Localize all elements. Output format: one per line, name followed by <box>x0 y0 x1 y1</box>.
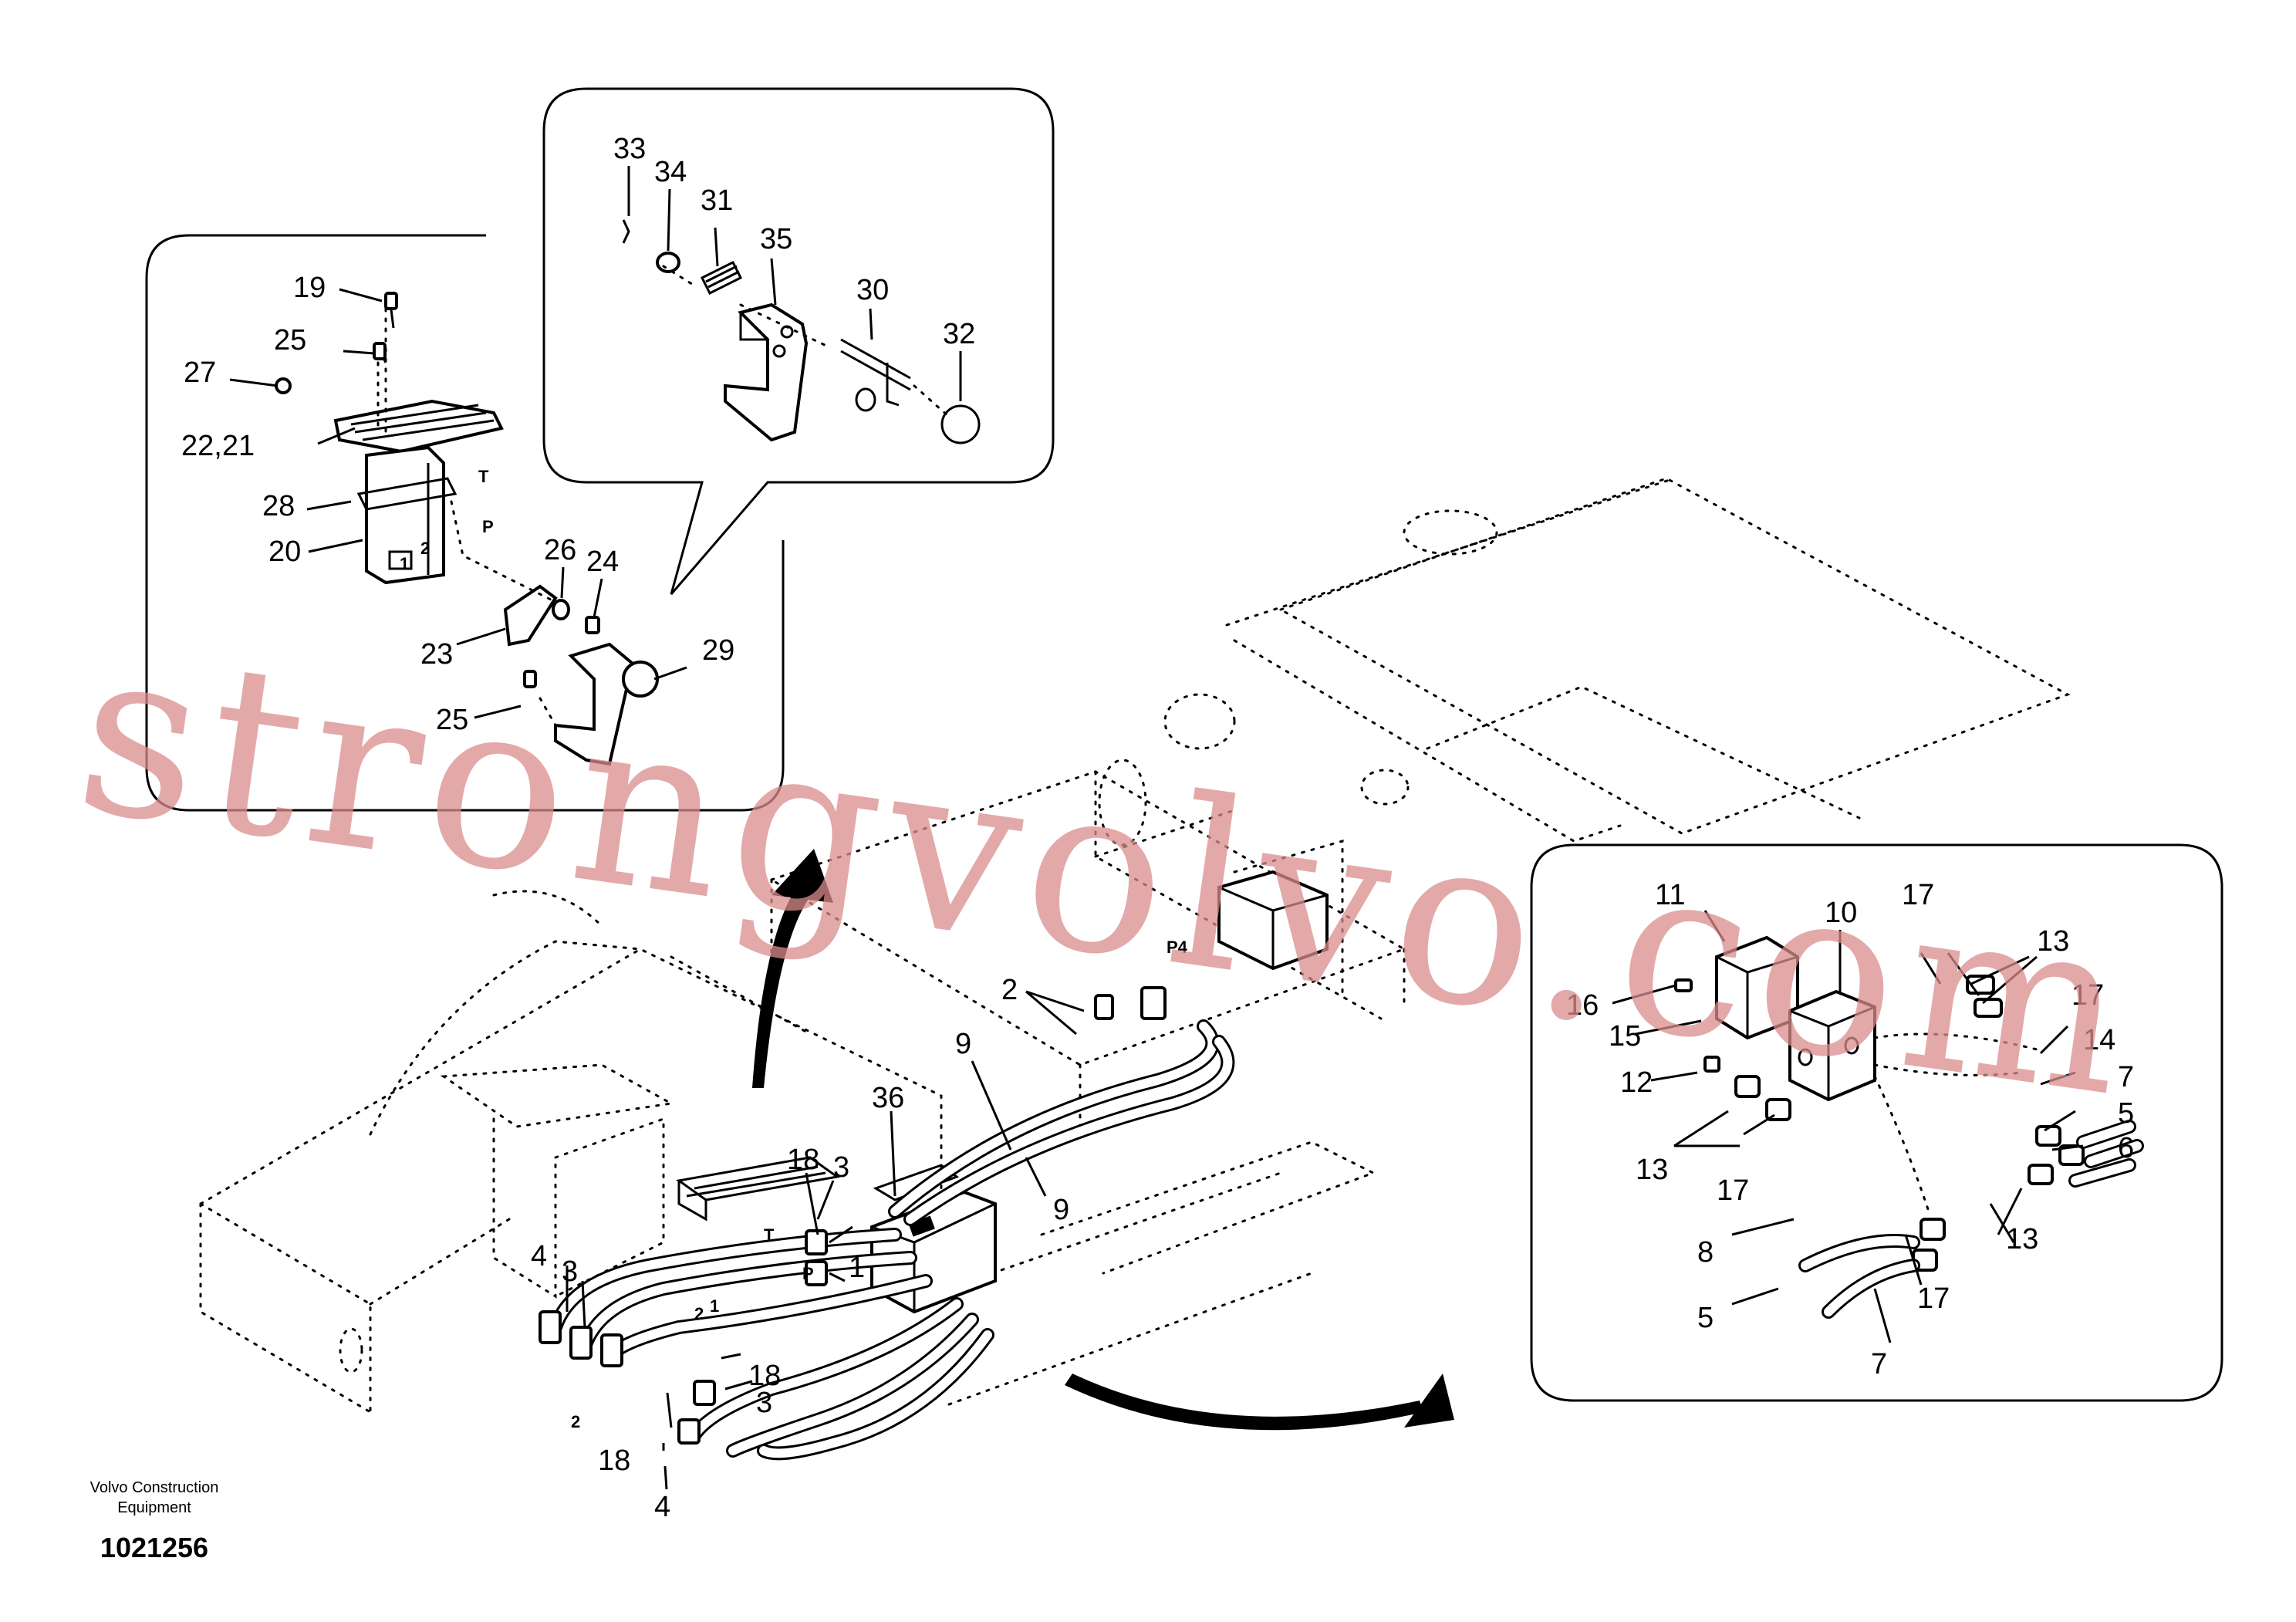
label-18a: 18 <box>787 1144 819 1176</box>
label-9a: 9 <box>955 1028 971 1060</box>
right-callout-parts <box>1674 935 2144 1319</box>
manufacturer-name: Volvo Construction Equipment <box>62 1478 247 1518</box>
manufacturer-line-2: Equipment <box>117 1499 191 1516</box>
top-callout-parts <box>622 219 981 444</box>
leader-lines <box>229 166 2084 1490</box>
left-callout-labels: 19 25 27 22,21 28 20 1 2 T P 26 24 23 29… <box>181 272 734 736</box>
label-17b: 17 <box>2071 979 2104 1012</box>
label-30: 30 <box>856 274 889 306</box>
drawing-number: 1021256 <box>100 1532 209 1563</box>
label-23: 23 <box>420 638 453 671</box>
label-16: 16 <box>1566 989 1599 1022</box>
label-13b: 13 <box>2006 1223 2038 1255</box>
main-fittings <box>539 870 1329 1445</box>
label-4b: 4 <box>654 1491 670 1523</box>
port-label-P: P <box>482 517 494 536</box>
port-label-2-lower: 2 <box>571 1412 580 1431</box>
label-33: 33 <box>613 133 646 165</box>
top-callout-labels: 33 34 31 35 30 32 <box>613 133 975 350</box>
port-label-T: T <box>478 467 489 486</box>
label-2a: 2 <box>1001 974 1018 1006</box>
label-13a: 13 <box>2037 925 2069 958</box>
label-25a: 25 <box>274 324 306 357</box>
label-20: 20 <box>268 536 301 568</box>
label-35: 35 <box>760 223 792 255</box>
label-7a: 7 <box>2118 1061 2134 1093</box>
label-36: 36 <box>872 1082 904 1114</box>
port-label-P-main: P <box>802 1264 814 1283</box>
label-19: 19 <box>293 272 326 304</box>
main-pedal-assembly <box>440 1063 840 1299</box>
label-26: 26 <box>544 534 576 566</box>
label-27: 27 <box>184 357 216 389</box>
label-34: 34 <box>654 156 687 188</box>
main-view-labels: P4 2 9 36 9 18 3 T 1 P 4 3 1 2 18 3 2 18… <box>531 938 1188 1523</box>
title-block: Volvo Construction Equipment 1021256 <box>62 1478 247 1564</box>
label-5a: 5 <box>2118 1097 2134 1130</box>
port-label-2: 2 <box>420 539 430 558</box>
label-7b: 7 <box>1871 1348 1887 1380</box>
label-17a: 17 <box>1902 879 1934 911</box>
label-29: 29 <box>702 634 734 667</box>
label-4a: 4 <box>531 1240 547 1272</box>
label-32: 32 <box>943 318 975 350</box>
label-3b: 3 <box>562 1255 578 1288</box>
label-3c: 3 <box>756 1387 772 1419</box>
port-label-1: 1 <box>400 554 409 573</box>
label-12: 12 <box>1620 1066 1653 1099</box>
label-10: 10 <box>1825 897 1857 929</box>
label-18c: 18 <box>598 1445 630 1477</box>
label-31: 31 <box>701 184 733 217</box>
label-14: 14 <box>2083 1024 2115 1056</box>
label-28: 28 <box>262 490 295 522</box>
port-label-2-main: 2 <box>694 1304 704 1323</box>
left-callout-parts <box>275 292 659 766</box>
label-8: 8 <box>1697 1236 1714 1269</box>
label-9b: 9 <box>1053 1194 1069 1226</box>
port-label-P4: P4 <box>1167 938 1188 957</box>
port-label-1-main: 1 <box>710 1296 719 1316</box>
direction-arrows <box>752 849 1454 1431</box>
manufacturer-line-1: Volvo Construction <box>89 1479 219 1496</box>
label-13c: 13 <box>1636 1154 1668 1186</box>
label-18b: 18 <box>748 1360 781 1392</box>
port-label-T-main: T <box>764 1225 775 1245</box>
callout-frames <box>145 87 2223 1402</box>
hydraulic-hoses <box>549 1019 1235 1461</box>
label-25b: 25 <box>436 704 468 736</box>
watermark-text: strongvolvo.com <box>64 594 2152 1149</box>
label-17c: 17 <box>1717 1174 1749 1207</box>
label-24: 24 <box>586 546 619 578</box>
label-15: 15 <box>1609 1020 1641 1053</box>
label-17d: 17 <box>1917 1282 1950 1315</box>
right-callout-labels: 11 10 17 13 16 15 12 17 14 7 5 6 13 17 1… <box>1566 879 2134 1380</box>
label-22-21: 22,21 <box>181 430 255 462</box>
label-1a: 1 <box>849 1252 865 1284</box>
label-11: 11 <box>1655 879 1685 911</box>
label-5b: 5 <box>1697 1302 1714 1334</box>
label-3a: 3 <box>833 1151 849 1184</box>
label-6: 6 <box>2118 1132 2134 1164</box>
